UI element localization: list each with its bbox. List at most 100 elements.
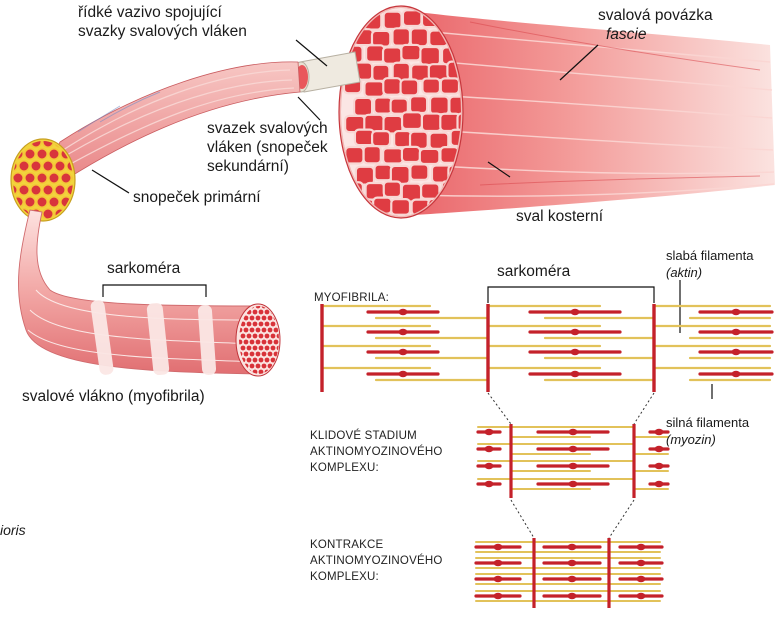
fascicle-cell [25, 173, 35, 183]
muscle-cell [441, 78, 459, 93]
thick-filament-center [494, 544, 503, 550]
label-thin-filaments: slabá filamenta (aktin) [666, 247, 753, 281]
label-sarcomere-right: sarkoméra [497, 262, 570, 281]
muscle-cell [401, 45, 420, 60]
label-line: svalová povázka [598, 6, 713, 25]
muscle-cell [403, 10, 421, 26]
myofibril-dot [259, 334, 264, 339]
thick-filament-center [494, 593, 503, 599]
myofibril-dot [259, 346, 264, 351]
thick-filament-center [568, 544, 577, 550]
label-thick-filaments: silná filamenta (myozin) [666, 414, 749, 448]
label-partial-text: ioris [0, 521, 26, 540]
fascicle-cell [55, 161, 65, 171]
label-line: AKTINOMYOZINOVÉHO [310, 444, 442, 460]
fascicle-cell [25, 149, 35, 159]
myofibril-dot [271, 370, 276, 375]
label-muscle-fiber: svalové vlákno (myofibrila) [22, 387, 205, 406]
label-line-latin: (myozin) [666, 431, 749, 448]
muscle-cell [430, 97, 449, 115]
myofibril-dot [253, 334, 258, 339]
thick-filament-center [571, 329, 580, 335]
muscle-cell [401, 79, 419, 95]
thick-filament-center [494, 576, 503, 582]
myofibril-dot [247, 346, 252, 351]
fascicle-cell [19, 185, 29, 195]
fascicle-cell [55, 185, 65, 195]
myofibril-dot [268, 352, 273, 357]
myofibril-dot [247, 334, 252, 339]
thick-filament-center [655, 446, 664, 452]
fascicle-cell [31, 185, 41, 195]
muscle-cell [410, 96, 427, 113]
thick-filament-center [571, 349, 580, 355]
myofibril-dot [259, 322, 264, 327]
myofibril-dot [256, 364, 261, 369]
label-contraction: KONTRAKCE AKTINOMYOZINOVÉHO KOMPLEXU: [310, 537, 442, 585]
muscle-cell [374, 98, 392, 114]
myofibril-dot [265, 358, 270, 363]
myofibril-dot [271, 322, 276, 327]
label-myofibril: MYOFIBRILA: [314, 290, 389, 306]
muscle-cell [354, 98, 372, 116]
muscle-cell [384, 12, 402, 29]
myofibril-dot [256, 352, 261, 357]
thick-filament-center [637, 576, 646, 582]
contraction-complex-diagram [476, 538, 662, 608]
label-connective-tissue: řídké vazivo spojující svazky svalových … [78, 3, 247, 41]
label-sarcomere-left: sarkoméra [107, 259, 180, 278]
muscle-cell [392, 28, 409, 45]
thick-filament-center [568, 576, 577, 582]
myofibril-dot [247, 322, 252, 327]
myofibril-dot [262, 328, 267, 333]
muscle-cell [391, 199, 410, 215]
label-line: silná filamenta [666, 414, 749, 431]
label-line: vláken (snopeček [207, 138, 328, 157]
thick-filament-center [399, 349, 408, 355]
muscle-cell [364, 146, 381, 163]
thick-filament-center [568, 593, 577, 599]
myofibril-dot [250, 364, 255, 369]
fascicle-cell [25, 197, 35, 207]
label-line: sekundární) [207, 157, 328, 176]
thick-filament-center [485, 463, 494, 469]
muscle-cell [366, 217, 385, 235]
myofibril-dot [274, 328, 279, 333]
thick-filament-center [399, 371, 408, 377]
fascicle-cell [19, 161, 29, 171]
myofibril-dot [244, 328, 249, 333]
muscle-cell [344, 214, 364, 232]
myofibril-dot [268, 340, 273, 345]
thick-filament-center [637, 560, 646, 566]
thick-filament-center [399, 309, 408, 315]
label-line: svazky svalových vláken [78, 22, 247, 41]
thick-filament-center [732, 329, 741, 335]
myofibril-dot [241, 334, 246, 339]
thick-filament-center [569, 481, 578, 487]
thick-filament-center [569, 463, 578, 469]
label-line: AKTINOMYOZINOVÉHO [310, 553, 442, 569]
fascicle-cell [61, 173, 71, 183]
fascicle-cell [73, 197, 83, 207]
fascicle-cell [37, 173, 47, 183]
label-line: řídké vazivo spojující [78, 3, 247, 22]
myofibril-dot [265, 334, 270, 339]
thick-filament-center [655, 463, 664, 469]
fascicle-cell [49, 149, 59, 159]
label-skeletal-muscle: sval kosterní [516, 207, 603, 226]
fascicle-cell [13, 173, 23, 183]
thick-filament-center [485, 481, 494, 487]
muscle-cell [383, 78, 401, 94]
thick-filament-center [571, 371, 580, 377]
muscle-cell [383, 47, 401, 63]
myofibril-dot [268, 328, 273, 333]
myofibril-dot [274, 304, 279, 309]
label-line: KLIDOVÉ STADIUM [310, 428, 442, 444]
thick-filament-center [569, 446, 578, 452]
muscle-cell [364, 81, 384, 96]
label-line-latin: (aktin) [666, 264, 753, 281]
myofibril-dot [265, 346, 270, 351]
myofibril-dot [259, 310, 264, 315]
muscle-cell [345, 12, 362, 28]
